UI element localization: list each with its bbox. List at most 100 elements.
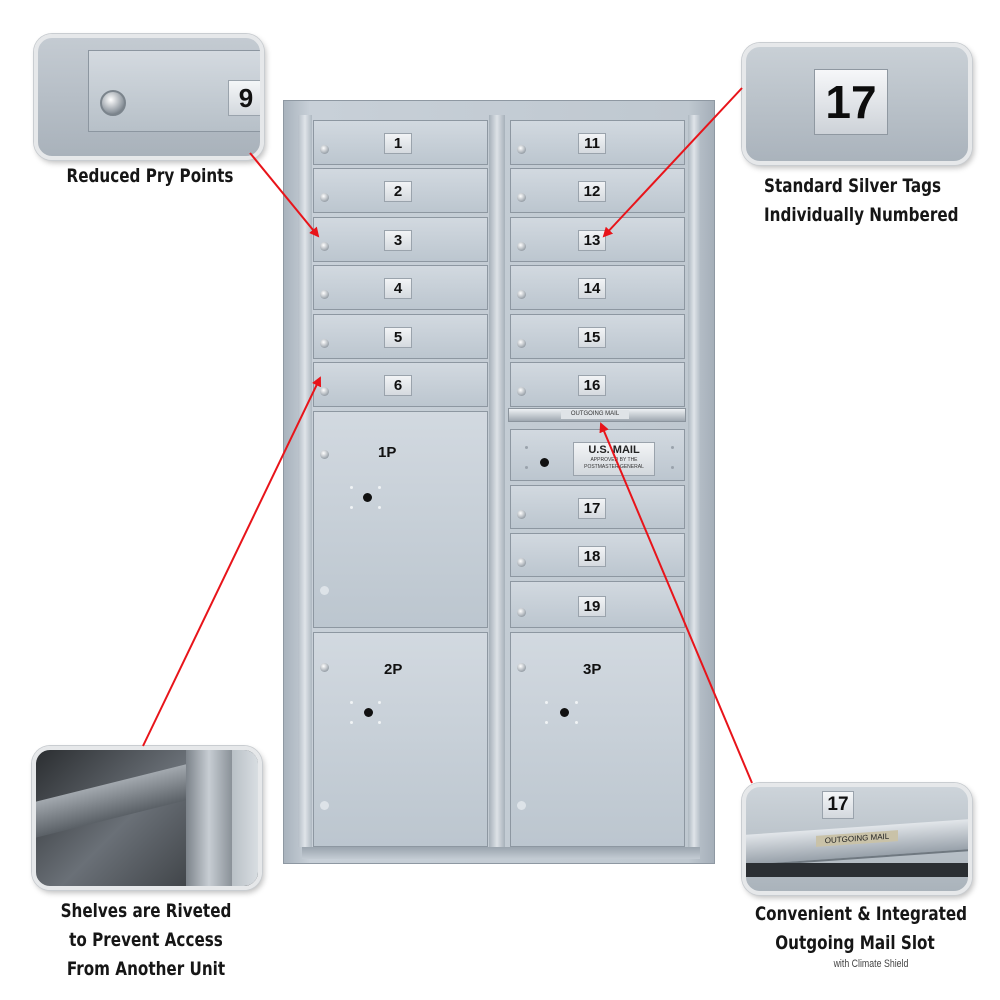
- outgoing-slot-subtitle: with Climate Shield: [833, 958, 909, 970]
- mailbox-door-4[interactable]: 4: [313, 265, 488, 310]
- parcel-locker-3p[interactable]: 3P: [510, 632, 685, 847]
- parcel-label: 1P: [378, 444, 397, 461]
- mailbox-door-3[interactable]: 3: [313, 217, 488, 262]
- keyhole-icon: [540, 458, 549, 467]
- cabinet-right-rail: [688, 115, 700, 847]
- cabinet-center-divider: [489, 115, 505, 851]
- mailbox-door-15[interactable]: 15: [510, 314, 685, 359]
- shelves-line-3: From Another Unit: [66, 958, 226, 980]
- mailbox-door-12[interactable]: 12: [510, 168, 685, 213]
- lock-icon: [100, 90, 126, 116]
- door-number-tag: 2: [384, 181, 412, 202]
- outgoing-slot-caption: Convenient & Integrated Outgoing Mail Sl…: [755, 900, 967, 970]
- pin: [545, 701, 548, 704]
- lock-icon: [517, 663, 526, 672]
- parcel-locker-1p[interactable]: 1P: [313, 411, 488, 628]
- silver-tags-line-1: Standard Silver Tags: [764, 175, 942, 197]
- usmail-line-2: POSTMASTER GENERAL: [584, 464, 644, 470]
- door-number-tag: 14: [578, 278, 606, 299]
- pin: [671, 446, 674, 449]
- mailbox-door-13[interactable]: 13: [510, 217, 685, 262]
- mailbox-door-2[interactable]: 2: [313, 168, 488, 213]
- mailbox-door-6[interactable]: 6: [313, 362, 488, 407]
- lock-icon: [320, 290, 329, 299]
- door-number-tag: 3: [384, 230, 412, 251]
- usmail-plate: U.S. MAIL APPROVED BY THE POSTMASTER GEN…: [573, 442, 655, 476]
- shelves-caption: Shelves are Riveted to Prevent Access Fr…: [58, 897, 234, 984]
- pin: [545, 721, 548, 724]
- lock-icon: [517, 510, 526, 519]
- hinge-rivet-icon: [517, 801, 526, 810]
- pin: [350, 506, 353, 509]
- door-number-tag: 13: [578, 230, 606, 251]
- slot-opening: [746, 863, 968, 877]
- usps-access-panel[interactable]: U.S. MAIL APPROVED BY THE POSTMASTER GEN…: [510, 429, 685, 481]
- mailbox-door-5[interactable]: 5: [313, 314, 488, 359]
- door-number-tag: 1: [384, 133, 412, 154]
- door-number-tag: 12: [578, 181, 606, 202]
- usmail-line-1: APPROVED BY THE: [590, 457, 638, 463]
- door-number-tag: 16: [578, 375, 606, 396]
- outgoing-slot-thumbnail: 17 OUTGOING MAIL: [742, 783, 972, 895]
- shelves-line-2: to Prevent Access: [69, 929, 223, 951]
- outgoing-mail-slot[interactable]: OUTGOING MAIL: [508, 408, 686, 422]
- pin: [378, 721, 381, 724]
- thumb-tag: 17: [814, 69, 888, 135]
- pry-points-thumbnail: 9: [34, 34, 264, 160]
- door-number-tag: 6: [384, 375, 412, 396]
- mailbox-door-16[interactable]: 16: [510, 362, 685, 407]
- keyhole-icon: [363, 493, 372, 502]
- lock-icon: [517, 290, 526, 299]
- silver-tags-line-2: Individually Numbered: [764, 204, 959, 226]
- door-number-tag: 5: [384, 327, 412, 348]
- pin: [350, 701, 353, 704]
- lock-icon: [320, 387, 329, 396]
- thumb-tag: 17: [822, 791, 854, 819]
- parcel-locker-2p[interactable]: 2P: [313, 632, 488, 847]
- pin: [350, 721, 353, 724]
- mailbox-door-1[interactable]: 1: [313, 120, 488, 165]
- pin: [378, 486, 381, 489]
- hinge-rivet-icon: [320, 801, 329, 810]
- cabinet-left-rail: [298, 115, 312, 847]
- lock-icon: [320, 193, 329, 202]
- door-number-tag: 11: [578, 133, 606, 154]
- lock-icon: [517, 339, 526, 348]
- cabinet-base: [302, 847, 700, 859]
- lock-icon: [320, 450, 329, 459]
- outgoing-slot-line-2: Outgoing Mail Slot: [775, 932, 935, 954]
- pin: [525, 446, 528, 449]
- frame-edge: [232, 750, 258, 886]
- door-number-tag: 4: [384, 278, 412, 299]
- mailbox-door-17[interactable]: 17: [510, 485, 685, 529]
- lock-icon: [517, 387, 526, 396]
- shelf-wall: [186, 750, 232, 886]
- lock-icon: [320, 242, 329, 251]
- pin: [575, 701, 578, 704]
- lock-icon: [517, 242, 526, 251]
- keyhole-icon: [364, 708, 373, 717]
- mailbox-door-11[interactable]: 11: [510, 120, 685, 165]
- shelves-line-1: Shelves are Riveted: [60, 900, 232, 922]
- lock-icon: [320, 339, 329, 348]
- riveted-shelves-thumbnail: [32, 746, 262, 890]
- silver-tag-thumbnail: 17: [742, 43, 972, 165]
- mailbox-door-18[interactable]: 18: [510, 533, 685, 577]
- lock-icon: [320, 663, 329, 672]
- pin: [350, 486, 353, 489]
- mailbox-door-19[interactable]: 19: [510, 581, 685, 628]
- parcel-label: 2P: [384, 661, 403, 678]
- lock-icon: [517, 193, 526, 202]
- door-number-tag: 18: [578, 546, 606, 567]
- mailbox-door-14[interactable]: 14: [510, 265, 685, 310]
- pin: [378, 701, 381, 704]
- outgoing-mail-label: OUTGOING MAIL: [561, 410, 629, 419]
- lock-icon: [320, 145, 329, 154]
- lock-icon: [517, 558, 526, 567]
- pin: [575, 721, 578, 724]
- hinge-rivet-icon: [320, 586, 329, 595]
- usmail-title: U.S. MAIL: [588, 444, 640, 456]
- pry-points-title: Reduced Pry Points: [66, 165, 234, 187]
- pin: [378, 506, 381, 509]
- door-number-tag: 17: [578, 498, 606, 519]
